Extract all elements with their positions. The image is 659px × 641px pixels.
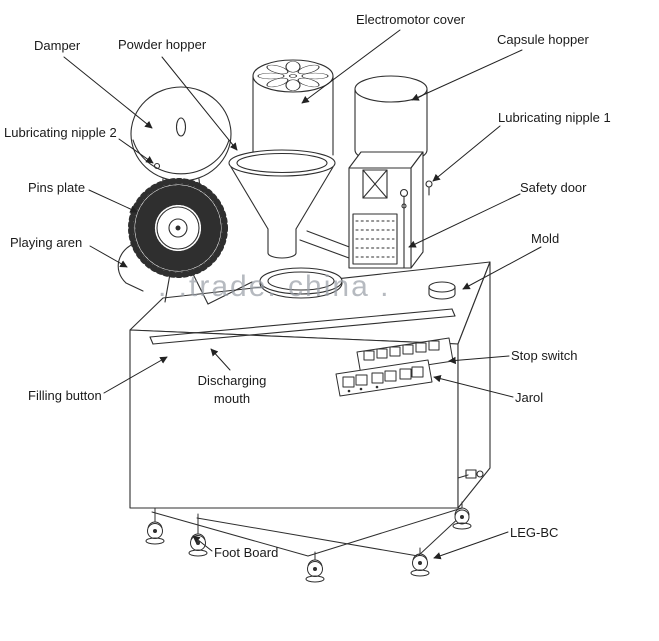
caster-front-left — [145, 507, 165, 545]
leader-pins-plate — [88, 189, 138, 213]
leader-lubricating-nipple-1 — [432, 125, 501, 182]
caster-far-right — [452, 501, 472, 530]
label-damper: Damper — [34, 38, 81, 53]
leader-stop-switch — [448, 355, 510, 365]
leader-capsule-hopper — [411, 49, 523, 101]
filling-bowl-part — [259, 267, 343, 299]
lubricating-nipple-2-part — [153, 162, 161, 170]
caster-center — [305, 551, 325, 583]
leader-lubricating-nipple-2 — [118, 138, 154, 164]
playing-area-part — [117, 242, 253, 305]
label-pins-plate: Pins plate — [28, 180, 86, 195]
discharging-chute-part — [149, 308, 456, 345]
label-powder-hopper: Powder hopper — [118, 37, 207, 52]
electromotor-cover-part — [252, 59, 334, 156]
powder-hopper-part — [228, 149, 353, 259]
label-foot-board: Foot Board — [214, 545, 279, 560]
label-filling-button: Filling button — [28, 388, 102, 403]
leader-leg-bc — [433, 531, 509, 560]
leader-jarol — [433, 375, 514, 398]
mold-part — [428, 281, 456, 300]
leader-electromotor-cover — [301, 29, 401, 104]
safety-door-part — [352, 213, 398, 265]
leader-damper — [63, 56, 153, 129]
leader-powder-hopper — [161, 56, 238, 151]
capsule-mechanism-part — [348, 151, 433, 269]
label-lubricating-nipple-1: Lubricating nipple 1 — [498, 110, 611, 125]
label-capsule-hopper: Capsule hopper — [497, 32, 589, 47]
lubricating-nipple-1-part — [425, 180, 433, 196]
caster-right — [410, 547, 430, 577]
leader-mold — [462, 246, 542, 290]
undercarriage-part — [145, 501, 472, 583]
drain-tap-part — [457, 469, 484, 479]
control-panel-part — [335, 337, 454, 397]
fan-vents-icon — [257, 61, 329, 91]
leader-safety-door — [408, 193, 521, 248]
watermark-text: . .trade. china . — [158, 270, 391, 303]
label-electromotor-cover: Electromotor cover — [356, 12, 466, 27]
label-lubricating-nipple-2: Lubricating nipple 2 — [4, 125, 117, 140]
capsule-hopper-part — [354, 75, 428, 164]
label-stop-switch: Stop switch — [511, 348, 578, 363]
label-safety-door: Safety door — [520, 180, 587, 195]
leader-playing-aren — [89, 245, 128, 268]
caster-left-2 — [188, 513, 208, 557]
label-leg-bc: LEG-BC — [510, 525, 559, 540]
label-discharging-mouth: Discharging mouth — [197, 373, 267, 407]
leader-discharging-mouth — [210, 348, 231, 371]
label-jarol: Jarol — [515, 390, 544, 405]
leader-lines — [63, 29, 542, 560]
pins-plate-part — [128, 178, 228, 278]
label-mold: Mold — [531, 231, 560, 246]
leader-foot-board — [192, 535, 213, 552]
leader-filling-button — [103, 356, 168, 394]
label-playing-aren: Playing aren — [10, 235, 83, 250]
